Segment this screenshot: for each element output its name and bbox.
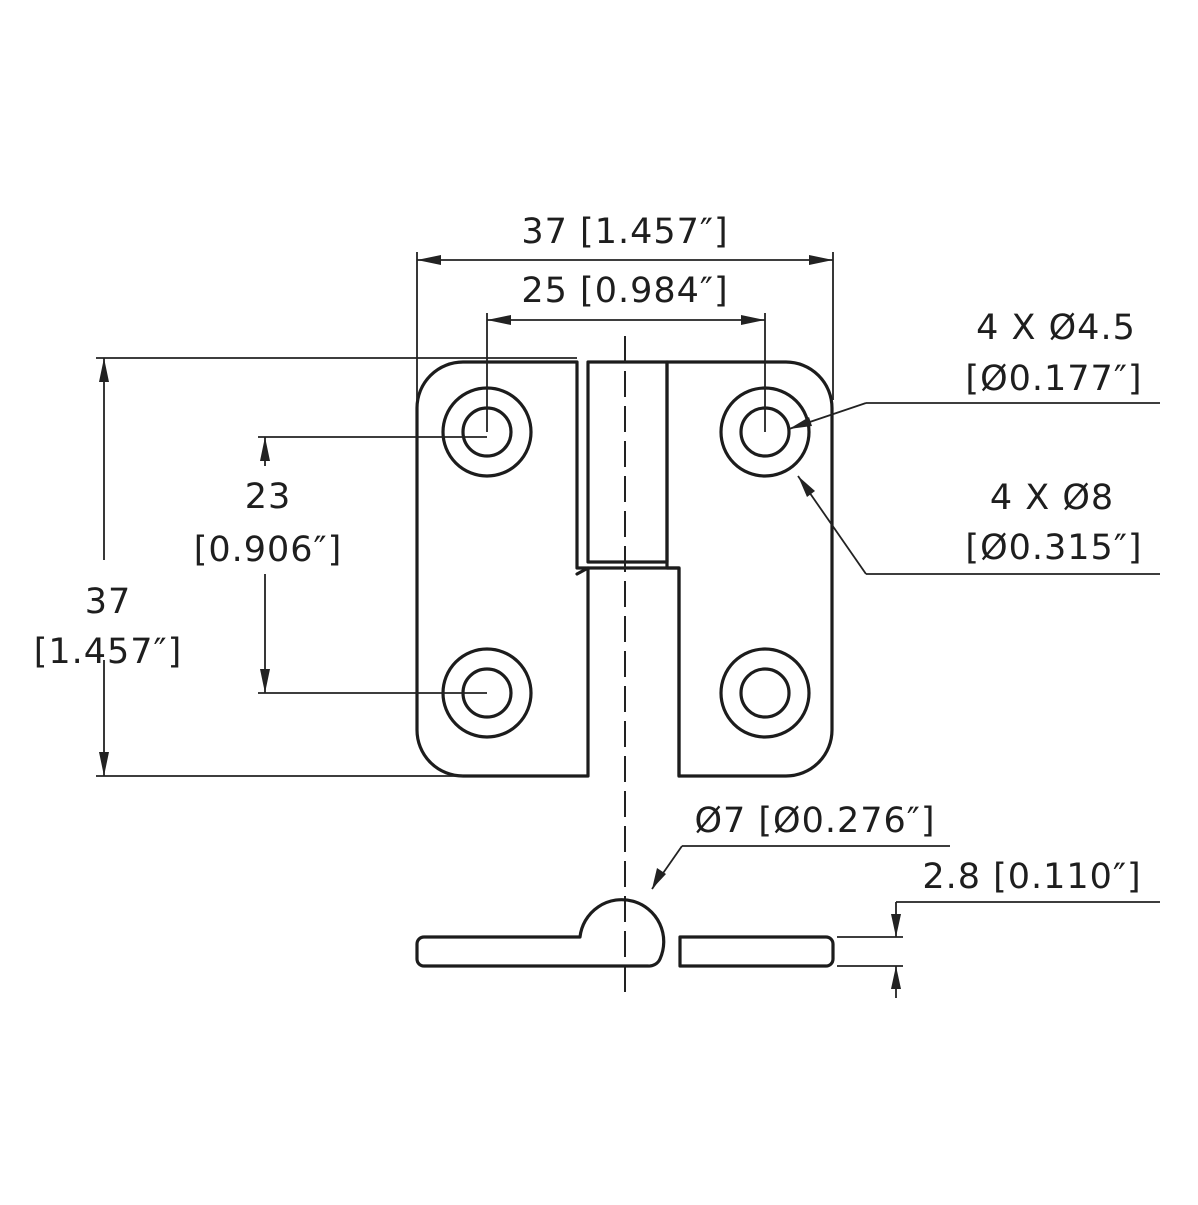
dimension-hole-spacing-horizontal: 25 [0.984″] (486, 271, 766, 432)
leaf-thickness-label: 2.8 [0.110″] (922, 857, 1141, 897)
callout-knuckle-diameter: Ø7 [Ø0.276″] (651, 801, 950, 890)
side-right-leaf (678, 935, 835, 968)
callout-hole-diameter: 4 X Ø4.5 [Ø0.177″] (788, 308, 1160, 430)
hole-spacing-vertical-value-label: 23 (245, 477, 292, 517)
dimension-hole-spacing-vertical: 23 [0.906″] (194, 436, 487, 694)
hole-spacing-horizontal-label: 25 [0.984″] (521, 271, 728, 311)
overall-width-label: 37 [1.457″] (521, 212, 728, 252)
hole-bottom-right (739, 667, 791, 719)
callout-counterbore-diameter: 4 X Ø8 [Ø0.315″] (797, 475, 1160, 575)
counterbore-diameter-mm-label: 4 X Ø8 (990, 478, 1114, 518)
hole-diameter-mm-label: 4 X Ø4.5 (976, 308, 1136, 348)
hinge-side-view (415, 898, 835, 968)
side-left-leaf-and-knuckle (415, 898, 666, 968)
hole-spacing-vertical-inch-label: [0.906″] (194, 530, 343, 570)
knuckle-diameter-label: Ø7 [Ø0.276″] (694, 801, 935, 841)
hinge-front-view (415, 336, 834, 992)
dimension-overall-width: 37 [1.457″] (416, 212, 834, 400)
hole-diameter-inch-label: [Ø0.177″] (965, 359, 1142, 399)
counterbore-diameter-inch-label: [Ø0.315″] (965, 528, 1142, 568)
lower-knuckle-outline (575, 566, 681, 778)
overall-height-inch-label: [1.457″] (34, 632, 183, 672)
dimension-overall-height: 37 [1.457″] (34, 357, 577, 777)
counterbore-bottom-right (719, 647, 811, 739)
dimension-leaf-thickness: 2.8 [0.110″] (837, 857, 1160, 998)
overall-height-value-label: 37 (85, 582, 132, 622)
right-leaf-outline (665, 360, 834, 778)
upper-knuckle-outline (586, 360, 669, 564)
